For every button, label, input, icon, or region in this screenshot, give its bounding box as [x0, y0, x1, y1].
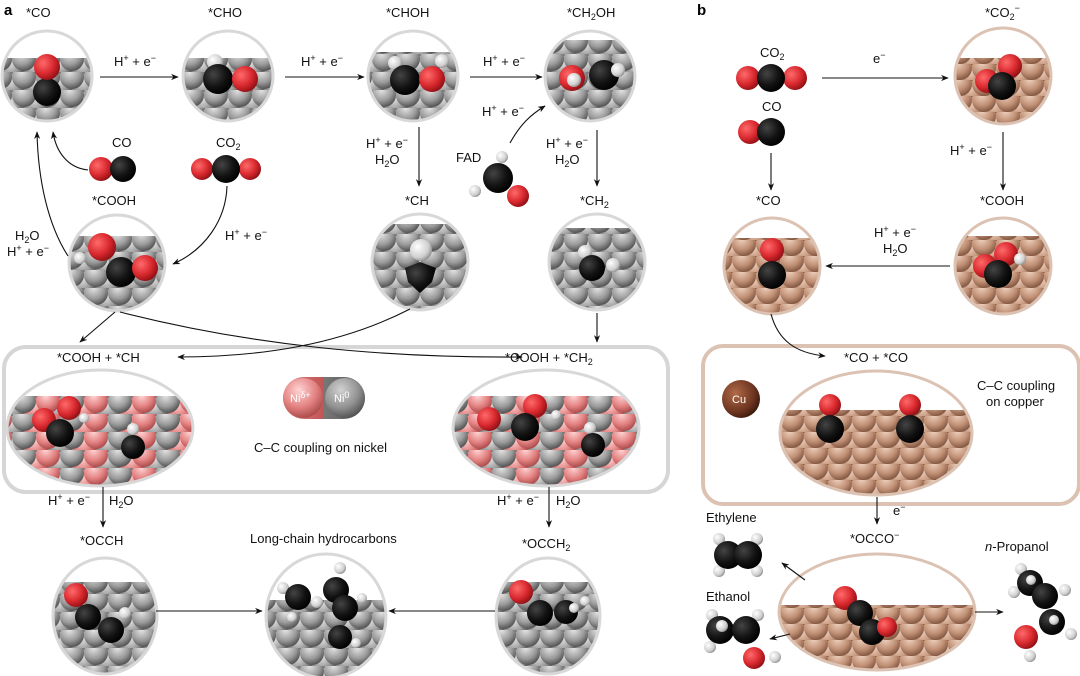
- ni-legend: Niδ+ Ni0: [283, 377, 365, 419]
- label-co-co: *CO + *CO: [844, 350, 908, 365]
- arrow-ch-to-cooh-ch: [177, 308, 411, 361]
- step-label: H+ + e−: [546, 135, 588, 151]
- label-cooh-b: *COOH: [980, 193, 1024, 208]
- copper-coupling-box: [701, 344, 1080, 506]
- step-label: H+ + e−: [482, 103, 524, 119]
- site-cooh-copper: [953, 216, 1053, 316]
- site-cooh-ch2-nickel: [451, 368, 641, 488]
- label-co2-reactant-b: CO2: [760, 45, 785, 62]
- step-label-e: e−: [893, 502, 906, 518]
- arrow-to-ethanol: [769, 633, 791, 641]
- ni-zero-label: Ni0: [334, 390, 349, 405]
- arrow-cooh-to-cooh-ch2: [119, 311, 523, 361]
- site-ch2-nickel: [547, 212, 647, 312]
- label-co: *CO: [26, 5, 51, 20]
- label-occh: *OCCH: [80, 533, 123, 548]
- oxygen-atom: [34, 54, 60, 80]
- co2-molecule-b: [736, 64, 807, 92]
- nickel-box-caption: C–C coupling on nickel: [254, 440, 387, 455]
- label-choh: *CHOH: [386, 5, 429, 20]
- site-cho-nickel: [181, 29, 275, 123]
- carbon-atom: [33, 78, 61, 106]
- site-cooh-ch-nickel: [5, 368, 195, 488]
- label-ethylene: Ethylene: [706, 510, 757, 525]
- label-ch2: *CH2: [580, 193, 609, 210]
- label-co-reactant: CO: [112, 135, 132, 150]
- label-cooh: *COOH: [92, 193, 136, 208]
- step-label: H+ + e−: [7, 243, 49, 259]
- label-ethanol: Ethanol: [706, 589, 750, 604]
- panel-label-a: a: [4, 2, 13, 19]
- cu-legend: Cu: [722, 380, 760, 418]
- site-choh-nickel: [366, 29, 460, 123]
- step-label: H+ + e−: [366, 135, 408, 151]
- site-ch-nickel: [370, 212, 470, 312]
- arrow-co-to-co-co: [770, 313, 826, 359]
- arrow-cooh-to-cooh-ch: [79, 311, 116, 343]
- site-co2-minus-copper: [953, 26, 1053, 126]
- step-label: H+ + e−: [497, 492, 539, 508]
- step-label: H+ + e−: [483, 53, 525, 69]
- arrow-to-ethylene: [781, 562, 806, 581]
- label-co-reactant-b: CO: [762, 99, 782, 114]
- step-label: H+ + e−: [114, 53, 156, 69]
- arrow-co-to-co-site: [50, 131, 89, 171]
- arrow-cooh-to-co-site: [34, 131, 69, 257]
- step-label-e: e−: [873, 50, 886, 66]
- site-co-co-copper: [778, 369, 974, 497]
- step-label: H+ + e−: [874, 224, 916, 240]
- label-propanol: n-Propanol: [985, 539, 1049, 554]
- step-label-water: H2O: [556, 493, 581, 510]
- label-co2-reactant: CO2: [216, 135, 241, 152]
- step-label-water: H2O: [555, 152, 580, 169]
- label-cooh-ch2: *COOH + *CH2: [505, 350, 593, 367]
- site-occh-nickel: [51, 556, 159, 676]
- cu-legend-label: Cu: [732, 394, 746, 406]
- label-long-chain: Long-chain hydrocarbons: [250, 531, 397, 546]
- site-co-copper: [722, 216, 822, 316]
- step-label: H+ + e−: [48, 492, 90, 508]
- label-ch2oh: *CH2OH: [567, 5, 615, 22]
- label-co-b: *CO: [756, 193, 781, 208]
- nickel-coupling-box: [2, 345, 670, 494]
- step-label: H+ + e−: [301, 53, 343, 69]
- ethylene-molecule: [713, 533, 763, 577]
- step-label: H+ + e−: [950, 142, 992, 158]
- ni-delta-label: Niδ+: [290, 390, 311, 405]
- step-label-water: H2O: [109, 493, 134, 510]
- step-label-water: H2O: [883, 241, 908, 258]
- ethanol-molecule: [704, 609, 781, 669]
- arrow-co2-to-cooh: [172, 185, 228, 265]
- site-ch2oh-nickel: [543, 29, 637, 123]
- copper-box-caption-2: on copper: [986, 394, 1044, 409]
- label-ch: *CH: [405, 193, 429, 208]
- arrow-fad-to-ch2oh: [509, 105, 546, 144]
- label-co2-minus: *CO2−: [985, 3, 1020, 22]
- label-occh2: *OCCH2: [522, 536, 570, 553]
- label-occo: *OCCO−: [850, 530, 899, 546]
- site-occh2-nickel: [494, 556, 602, 676]
- site-cooh-nickel: [67, 213, 167, 313]
- step-label-water: H2O: [15, 228, 40, 245]
- copper-box-caption-1: C–C coupling: [977, 378, 1055, 393]
- site-occo-copper: [777, 552, 977, 672]
- label-cooh-ch: *COOH + *CH: [57, 350, 140, 365]
- site-co-nickel: [0, 29, 94, 123]
- fad-molecule: [469, 151, 529, 207]
- propanol-molecule: [1008, 563, 1077, 662]
- panel-label-b: b: [697, 2, 706, 19]
- site-long-chain-nickel: [264, 552, 388, 676]
- step-label: H+ + e−: [225, 227, 267, 243]
- co-molecule-b: [738, 118, 785, 146]
- co-molecule: [89, 156, 136, 182]
- label-fad: FAD: [456, 150, 481, 165]
- label-cho: *CHO: [208, 5, 242, 20]
- step-label-water: H2O: [375, 152, 400, 169]
- co2-molecule: [191, 155, 261, 183]
